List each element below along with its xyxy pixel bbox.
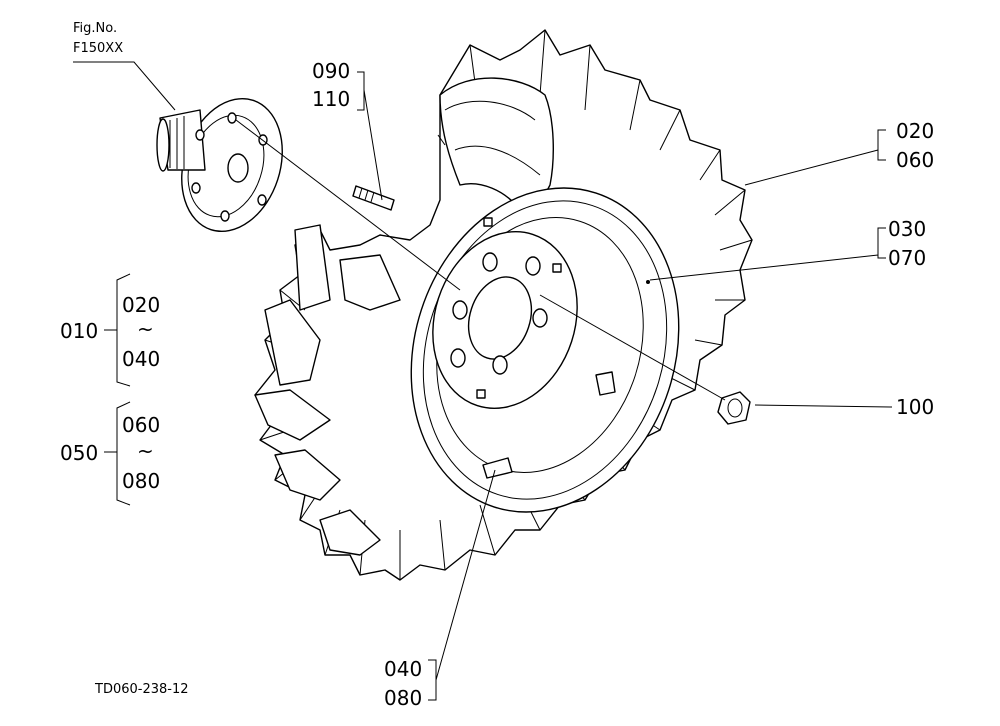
callout-030: 030 <box>888 217 926 241</box>
wheel-nut <box>717 391 751 425</box>
callout-090: 090 <box>312 59 350 83</box>
callout-050: 050 <box>60 441 98 465</box>
callout-070: 070 <box>888 246 926 270</box>
range-tilde-a: ~ <box>137 317 154 341</box>
label-plate <box>482 457 513 479</box>
range-tilde-b: ~ <box>137 439 154 463</box>
hub-flange <box>156 97 283 233</box>
callout-020-top: 020 <box>896 119 934 143</box>
callout-040-bottom: 040 <box>384 657 422 681</box>
callout-080-bottom: 080 <box>384 686 422 710</box>
callout-110: 110 <box>312 87 350 111</box>
callout-060-top: 060 <box>896 148 934 172</box>
tire-cutaway <box>437 77 554 212</box>
fig-no-value: F150XX <box>73 41 123 56</box>
drawing-code: TD060-238-12 <box>94 682 189 697</box>
stud-bolt <box>352 185 395 211</box>
callout-020-group: 020 <box>122 293 160 317</box>
leader-lines <box>73 61 893 701</box>
callout-040-group: 040 <box>122 347 160 371</box>
valve-stem <box>595 371 616 396</box>
fig-no-label: Fig.No. <box>73 21 117 36</box>
callout-010: 010 <box>60 319 98 343</box>
callout-100: 100 <box>896 395 934 419</box>
wheel-rim <box>410 187 680 513</box>
callout-060-group: 060 <box>122 413 160 437</box>
callout-080-group: 080 <box>122 469 160 493</box>
